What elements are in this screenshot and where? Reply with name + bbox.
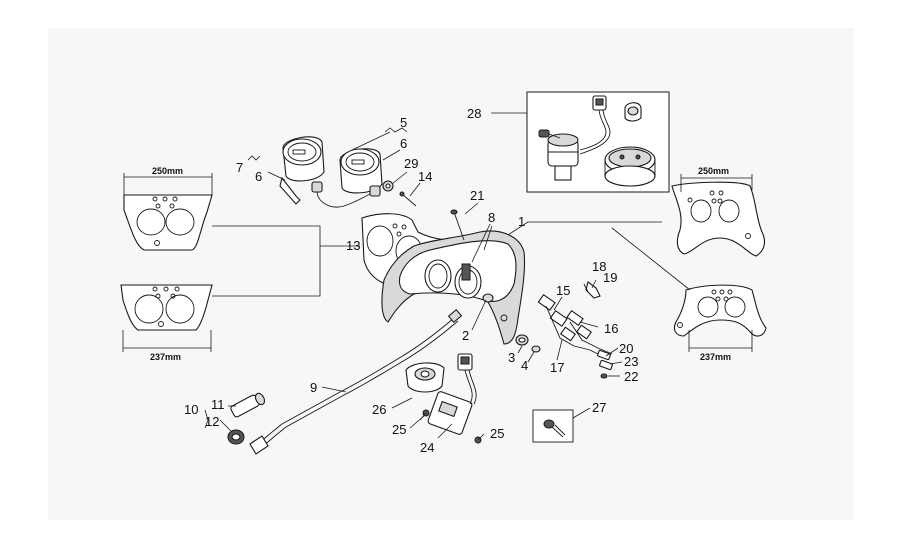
callout-14: 14 [418, 169, 432, 184]
left-bottom-fairing-template [120, 284, 213, 352]
callout-3: 3 [508, 350, 515, 365]
callout-1: 1 [518, 214, 525, 229]
callout-20: 20 [619, 341, 633, 356]
callout-16: 16 [604, 321, 618, 336]
callout-2: 2 [462, 328, 469, 343]
bushing-parts [515, 334, 541, 353]
callout-23: 23 [624, 354, 638, 369]
callout-15: 15 [556, 283, 570, 298]
dimension-label-top-left: 250mm [152, 166, 183, 176]
indicator-bulb-holder [227, 392, 266, 445]
callout-6-bulb: 6 [255, 169, 262, 184]
callout-17: 17 [550, 360, 564, 375]
callout-21: 21 [470, 188, 484, 203]
instrument-gauges [279, 136, 417, 208]
callout-26: 26 [372, 402, 386, 417]
callout-28: 28 [467, 106, 481, 121]
callout-7: 7 [236, 160, 243, 175]
right-top-fairing [671, 174, 766, 257]
callout-18: 18 [592, 259, 606, 274]
callout-25-right: 25 [490, 426, 504, 441]
callout-5: 5 [400, 115, 407, 130]
callout-11: 11 [211, 397, 225, 412]
callout-27: 27 [592, 400, 606, 415]
dimension-label-top-right: 250mm [698, 166, 729, 176]
callout-12: 12 [205, 414, 219, 429]
callout-25-left: 25 [392, 422, 406, 437]
dimension-label-bottom-left: 237mm [150, 352, 181, 362]
right-bottom-fairing [673, 284, 767, 352]
callout-6-gauge: 6 [400, 136, 407, 151]
warning-light-cluster [537, 281, 613, 379]
key-part [532, 409, 574, 443]
dashboard-panel [381, 209, 526, 345]
dimension-label-bottom-right: 237mm [700, 352, 731, 362]
ignition-switch-inset [526, 91, 670, 193]
callout-22: 22 [624, 369, 638, 384]
callout-4: 4 [521, 358, 528, 373]
callout-10: 10 [184, 402, 198, 417]
callout-19: 19 [603, 270, 617, 285]
callout-8: 8 [488, 210, 495, 225]
callout-9: 9 [310, 380, 317, 395]
callout-13: 13 [346, 238, 360, 253]
left-top-fairing-template [123, 173, 213, 251]
speedometer-cable [249, 308, 463, 455]
callout-24: 24 [420, 440, 434, 455]
callout-29: 29 [404, 156, 418, 171]
